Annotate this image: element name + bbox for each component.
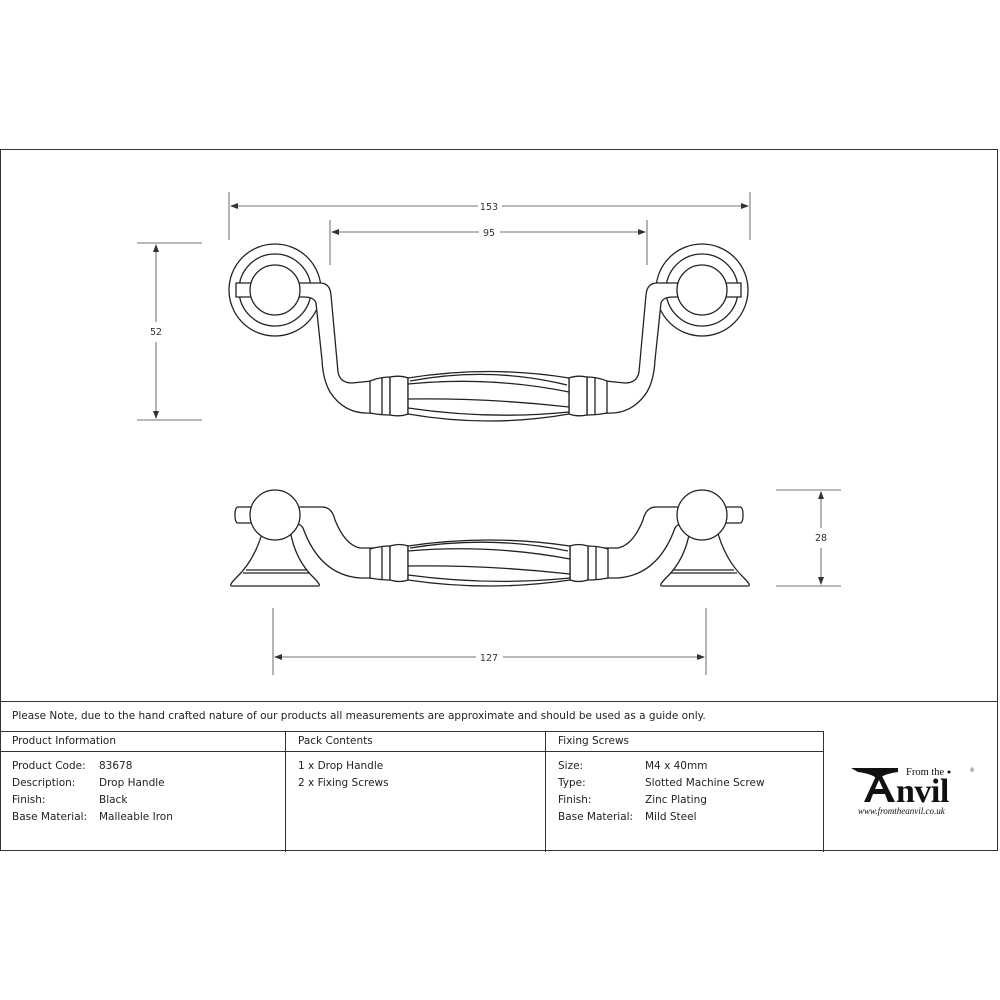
logo-from-the: From the	[906, 767, 945, 778]
column-divider	[545, 731, 546, 852]
dim-label-127: 127	[480, 653, 498, 664]
info-row-base-material: Base Material: Malleable Iron	[12, 809, 286, 826]
pack-item: 1 x Drop Handle	[298, 760, 384, 772]
screw-label: Finish:	[558, 794, 592, 806]
logo-url: www.fromtheanvil.co.uk	[858, 806, 946, 816]
dimension-153	[228, 192, 751, 240]
dim-label-52: 52	[150, 327, 162, 338]
info-label: Finish:	[12, 794, 46, 806]
column-divider	[285, 731, 286, 852]
info-row-finish: Finish: Black	[12, 792, 286, 809]
screw-row-type: Type: Slotted Machine Screw	[558, 775, 824, 792]
fixing-screws-section: Fixing Screws Size: M4 x 40mm Type: Slotte…	[546, 731, 824, 852]
screw-row-size: Size: M4 x 40mm	[558, 758, 824, 775]
screw-value: Mild Steel	[645, 811, 697, 823]
info-value: Drop Handle	[99, 777, 165, 789]
dim-label-28: 28	[815, 533, 827, 544]
handle-side-view	[230, 489, 750, 587]
screw-row-finish: Finish: Zinc Plating	[558, 792, 824, 809]
pack-contents-heading: Pack Contents	[286, 732, 546, 752]
dim-label-153: 153	[480, 202, 498, 213]
column-divider	[823, 731, 824, 852]
dimension-127	[272, 608, 707, 675]
info-label: Description:	[12, 777, 76, 789]
anvil-icon	[851, 768, 898, 778]
screw-label: Size:	[558, 760, 584, 772]
screw-label: Type:	[558, 777, 586, 789]
info-label: Product Code:	[12, 760, 86, 772]
from-the-anvil-logo: From the nvil ® www.fromtheanvil.co.uk	[824, 732, 998, 851]
screw-label: Base Material:	[558, 811, 634, 823]
screw-value: M4 x 40mm	[645, 760, 708, 772]
dimension-28	[776, 489, 841, 587]
product-information-heading: Product Information	[0, 732, 286, 752]
screw-value: Zinc Plating	[645, 794, 707, 806]
info-value: Black	[99, 794, 128, 806]
handle-top-view	[228, 243, 749, 422]
info-row-description: Description: Drop Handle	[12, 775, 286, 792]
info-row-product-code: Product Code: 83678	[12, 758, 286, 775]
info-value: 83678	[99, 760, 133, 772]
dimension-52	[137, 242, 202, 421]
product-information-section: Product Information Product Code: 83678 D…	[0, 731, 286, 852]
drawing-frame	[0, 149, 998, 851]
measurement-note: Please Note, due to the hand crafted nat…	[0, 701, 998, 731]
pack-item: 2 x Fixing Screws	[298, 777, 389, 789]
dimension-95	[329, 220, 648, 265]
screw-row-base-material: Base Material: Mild Steel	[558, 809, 824, 826]
svg-text:nvil: nvil	[896, 773, 949, 810]
dim-label-95: 95	[483, 228, 495, 239]
info-value: Malleable Iron	[99, 811, 173, 823]
screw-value: Slotted Machine Screw	[645, 777, 765, 789]
fixing-screws-heading: Fixing Screws	[546, 732, 824, 752]
registered-mark: ®	[970, 767, 975, 774]
pack-contents-section: Pack Contents 1 x Drop Handle 2 x Fixing…	[286, 731, 546, 852]
info-label: Base Material:	[12, 811, 88, 823]
